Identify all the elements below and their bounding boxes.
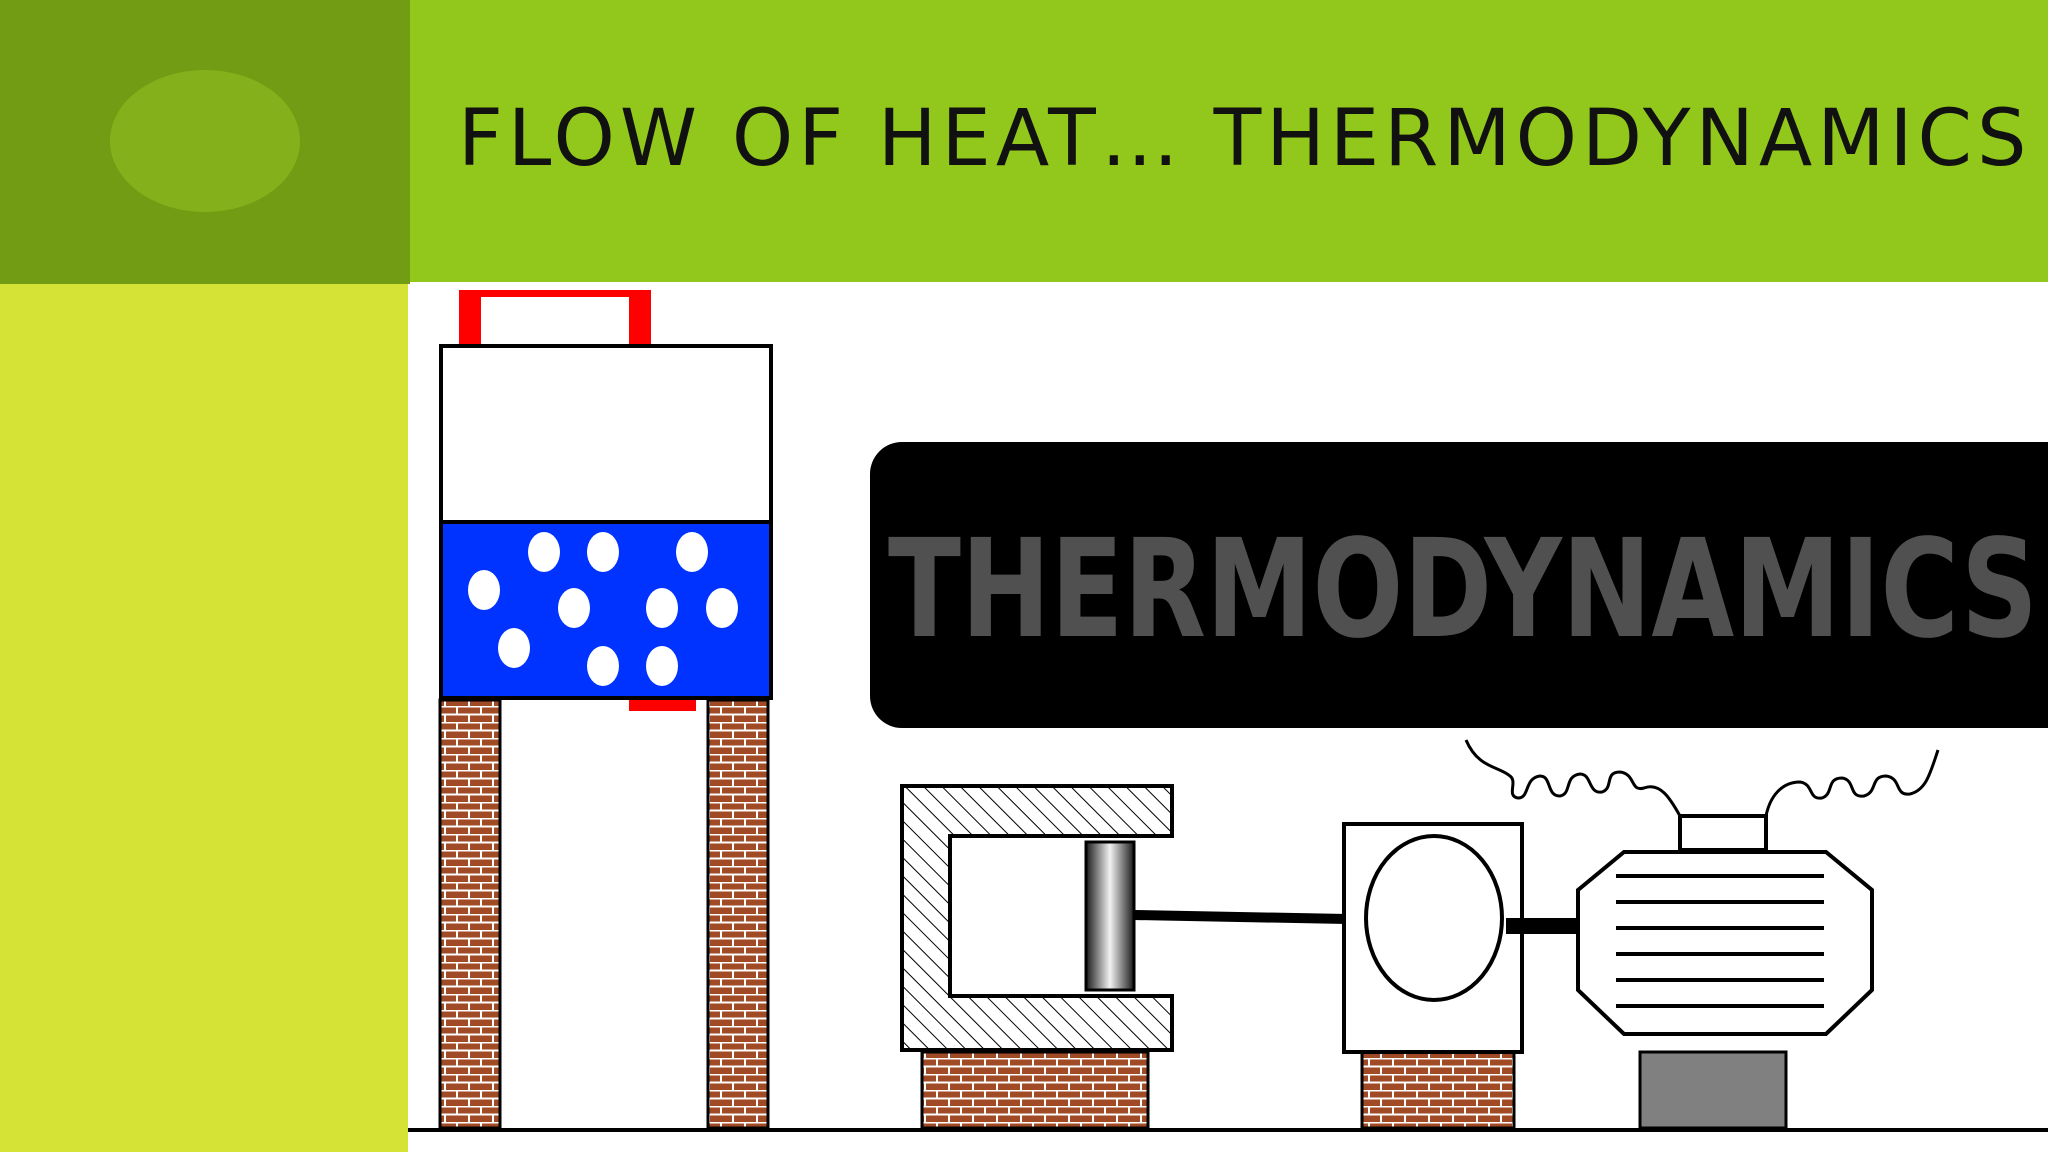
title-band (410, 0, 2048, 284)
thermodynamics-illustration: THERMODYNAMICS (408, 290, 2048, 1132)
flywheel-icon (1342, 822, 1578, 1054)
banner-text: THERMODYNAMICS (888, 511, 2038, 669)
thermodynamics-banner: THERMODYNAMICS (870, 442, 2048, 728)
brick-support-icon (438, 698, 1516, 1130)
bubbles (468, 532, 738, 686)
corner-block (0, 0, 410, 284)
piston-cylinder-icon (900, 784, 1507, 1052)
boiler-icon (439, 344, 773, 700)
title-divider (410, 282, 2048, 288)
side-band (0, 284, 408, 1152)
slide-title: FLOW OF HEAT… THERMODYNAMICS (458, 94, 2032, 184)
generator-icon (1464, 739, 1940, 1130)
decorative-oval (110, 70, 300, 212)
